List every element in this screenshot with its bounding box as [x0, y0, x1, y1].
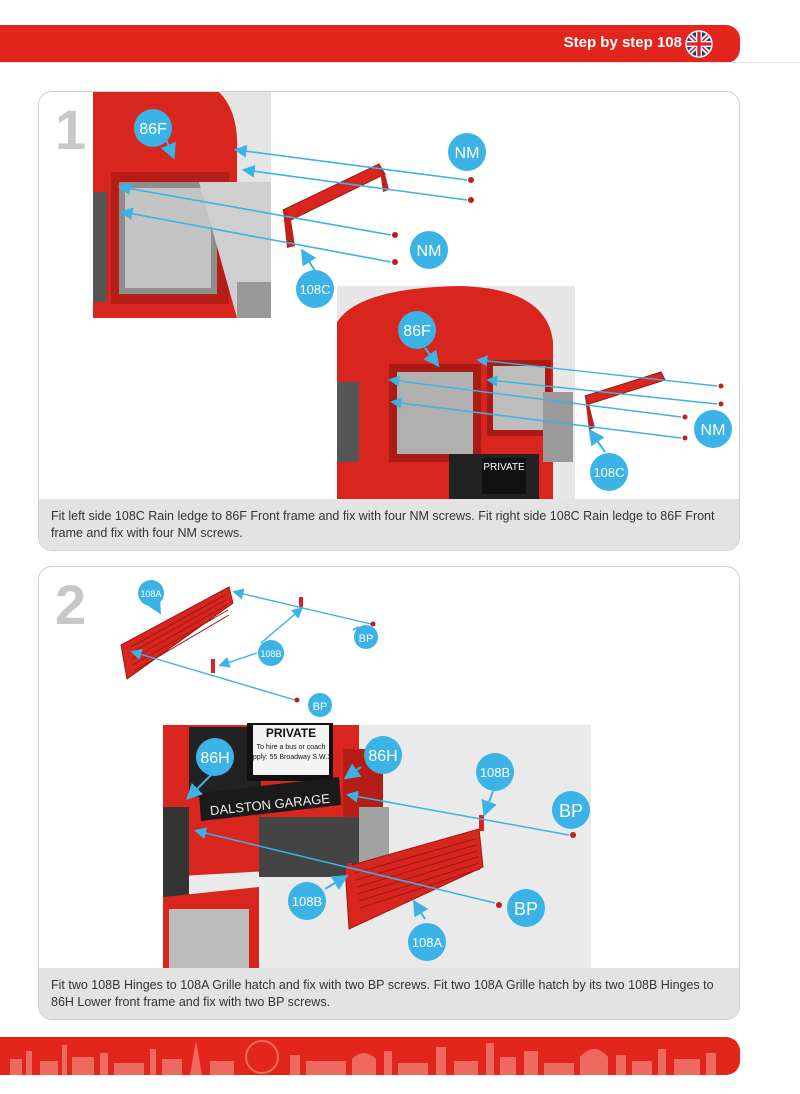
callout-108c-left: 108C: [296, 270, 334, 308]
callout-108b-right: 108B: [476, 753, 514, 791]
callout-bp-right: BP: [552, 791, 590, 829]
svg-text:86F: 86F: [403, 323, 431, 340]
step-1-caption: Fit left side 108C Rain ledge to 86F Fro…: [39, 499, 739, 550]
svg-text:108C: 108C: [299, 282, 330, 297]
step-2-caption: Fit two 108B Hinges to 108A Grille hatch…: [39, 968, 739, 1019]
svg-text:NM: NM: [455, 145, 480, 162]
callout-nm-right: NM: [694, 410, 732, 448]
svg-text:BP: BP: [559, 801, 583, 821]
callout-nm-middle: NM: [410, 231, 448, 269]
bus-front-upper-left: [93, 92, 271, 318]
page-footer: [0, 1037, 740, 1075]
svg-text:BP: BP: [313, 701, 328, 713]
london-skyline-icon: [0, 1037, 740, 1075]
svg-text:86F: 86F: [139, 121, 167, 138]
private-sign-line2: apply: 55 Broadway S.W.1.: [249, 754, 333, 761]
svg-text:NM: NM: [701, 422, 726, 439]
step-panel-1: 1: [38, 91, 740, 551]
svg-text:108A: 108A: [412, 935, 443, 950]
step-1-illustration: PRIVATE 86F NM NM: [39, 92, 739, 502]
svg-text:NM: NM: [417, 243, 442, 260]
callout-bp-bottom: BP: [507, 889, 545, 927]
private-sign-text: PRIVATE: [266, 726, 316, 740]
page-header: Step by step 108: [0, 25, 740, 63]
svg-text:BP: BP: [359, 633, 374, 645]
callout-86h-right: 86H: [364, 736, 402, 774]
svg-text:108B: 108B: [260, 649, 281, 659]
callout-108b-top: 108B: [258, 640, 284, 666]
private-sign-text: PRIVATE: [483, 462, 525, 473]
callout-86f-right: 86F: [398, 311, 436, 349]
svg-text:108C: 108C: [593, 465, 624, 480]
callout-86f-left: 86F: [134, 109, 172, 147]
callout-108b-bottom: 108B: [288, 882, 326, 920]
bus-front-upper-right: PRIVATE: [337, 286, 575, 500]
step-2-illustration: PRIVATE To hire a bus or coach apply: 55…: [39, 567, 739, 971]
uk-flag-icon: [684, 30, 714, 58]
svg-text:86H: 86H: [200, 750, 229, 767]
svg-text:86H: 86H: [368, 748, 397, 765]
callout-bp-top: BP: [354, 625, 378, 649]
svg-text:108B: 108B: [480, 765, 510, 780]
svg-text:BP: BP: [514, 899, 538, 919]
callout-86h-left: 86H: [196, 738, 234, 776]
svg-text:108A: 108A: [140, 589, 161, 599]
callout-108a-bottom: 108A: [408, 923, 446, 961]
step-panel-2: 2: [38, 566, 740, 1020]
page-title: Step by step 108: [564, 34, 682, 51]
callout-108a-top: 108A: [138, 580, 164, 606]
callout-nm-top: NM: [448, 133, 486, 171]
header-divider: [0, 62, 800, 63]
private-sign-line1: To hire a bus or coach: [257, 744, 326, 751]
callout-108c-right: 108C: [590, 453, 628, 491]
svg-text:108B: 108B: [292, 894, 322, 909]
callout-bp-top-lower: BP: [308, 693, 332, 717]
